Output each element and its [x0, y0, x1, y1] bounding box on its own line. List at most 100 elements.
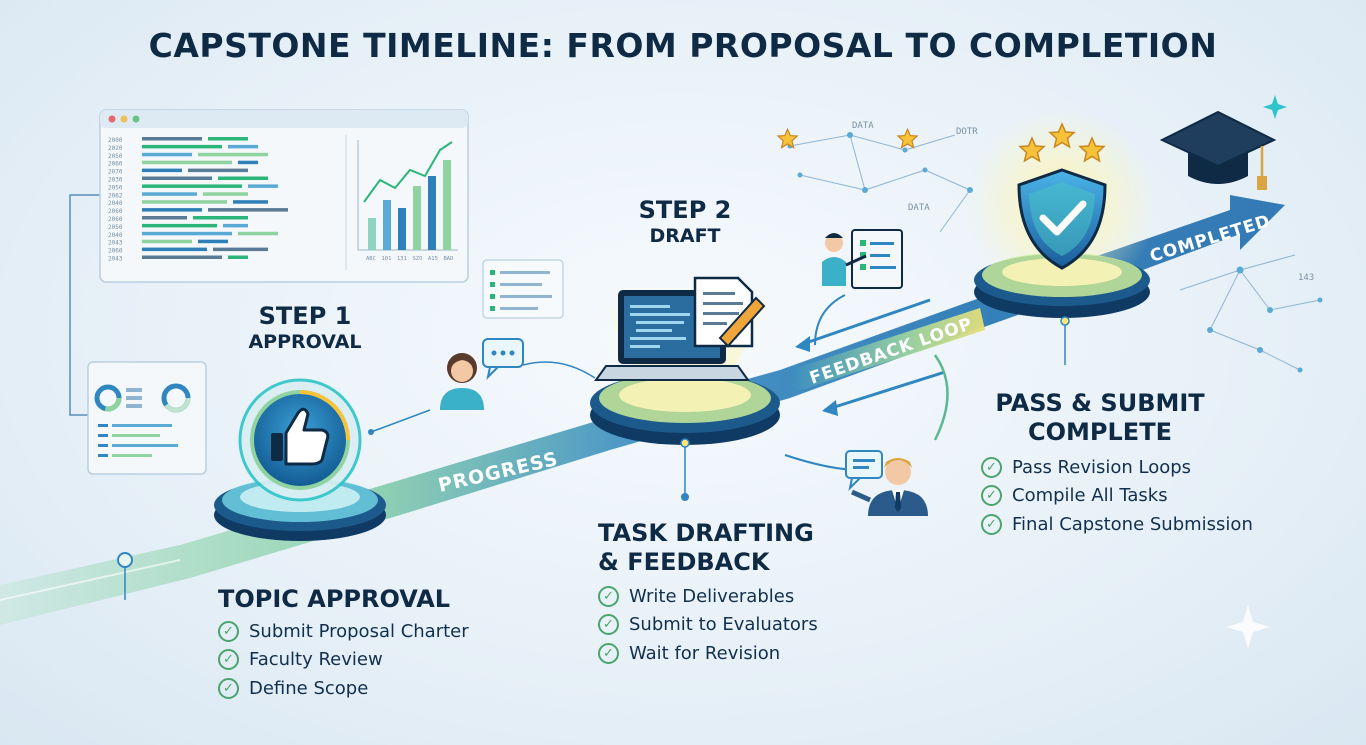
shield-check-icon [1017, 168, 1107, 270]
step1-label: STEP 1 APPROVAL [220, 302, 390, 354]
step2-title: STEP 2 [638, 196, 732, 224]
code-bar [142, 239, 192, 244]
check-circle-icon: ✓ [981, 513, 1002, 535]
topic-approval-list: ✓Submit Proposal Charter ✓Faculty Review… [218, 617, 469, 703]
document-pen-icon [693, 276, 766, 348]
code-line-number: 2060 [108, 208, 123, 215]
woman-avatar [440, 353, 484, 410]
code-bar [218, 176, 268, 180]
code-bar [198, 239, 228, 244]
list-item: ✓Final Capstone Submission [981, 510, 1253, 539]
code-bar [188, 168, 248, 173]
check-circle-icon: ✓ [598, 585, 619, 607]
network-label-dotr: DOTR [956, 127, 978, 137]
chart-tick-label: A15 [428, 256, 438, 262]
task-drafting-title-1: TASK DRAFTING [598, 519, 814, 547]
code-line-number: 2020 [108, 145, 123, 152]
feedback-arrow-back [799, 298, 931, 347]
code-line-number: 2050 [108, 184, 123, 191]
step2-subtitle: DRAFT [649, 225, 721, 247]
step1-subtitle: APPROVAL [248, 331, 362, 353]
pass-submit-title-block: PASS & SUBMIT COMPLETE [980, 389, 1220, 447]
check-circle-icon: ✓ [218, 649, 239, 671]
sparkle-icon [1226, 605, 1270, 649]
graduation-cap-icon [1159, 110, 1277, 190]
list-item: ✓Wait for Revision [598, 639, 818, 668]
step1-title: STEP 1 [258, 302, 352, 330]
code-bar [238, 231, 278, 236]
list-item: ✓Faculty Review [218, 646, 469, 675]
network-label-143: 143 [1298, 273, 1314, 283]
list-item: ✓Define Scope [218, 674, 469, 703]
code-bar [142, 144, 222, 149]
code-bar [142, 208, 202, 212]
page-title: CAPSTONE TIMELINE: FROM PROPOSAL TO COMP… [148, 26, 1218, 65]
code-bar [142, 247, 207, 252]
code-bar [142, 223, 217, 228]
code-line-number: 2030 [108, 177, 123, 184]
task-drafting-title-2: & FEEDBACK [598, 548, 770, 576]
code-line-number: 2043 [108, 240, 123, 247]
network-graph [787, 132, 1323, 373]
code-bar [248, 184, 278, 188]
code-bar [228, 255, 248, 259]
code-bar [142, 160, 232, 165]
list-item: ✓Submit to Evaluators [598, 611, 818, 640]
pass-submit-title-1: PASS & SUBMIT [995, 389, 1205, 417]
man-avatar [850, 458, 928, 516]
code-line-number: 2060 [108, 161, 123, 168]
sparkle-icon [1263, 95, 1287, 119]
code-bar [213, 247, 268, 252]
thumbs-up-icon [271, 407, 330, 466]
chart-tick-label: 131 [397, 256, 407, 262]
code-line-number: 2060 [108, 248, 123, 255]
code-bar [198, 152, 268, 157]
chart-tick-label: 101 [382, 256, 392, 262]
task-drafting-list: ✓Write Deliverables ✓Submit to Evaluator… [598, 582, 818, 668]
code-line-number: 2043 [108, 256, 123, 263]
checklist-card [482, 259, 564, 319]
network-label-data-2: DATA [908, 203, 930, 213]
code-bar [142, 152, 192, 157]
code-line-number: 2000 [108, 137, 123, 144]
check-circle-icon: ✓ [981, 485, 1002, 507]
code-bar [228, 144, 258, 149]
code-bar [142, 255, 222, 259]
code-bar [142, 137, 202, 141]
code-panel: 2000202020502060207020302050206220402060… [99, 109, 469, 283]
check-circle-icon: ✓ [598, 642, 619, 664]
chart-tick-label: SZO [413, 256, 423, 262]
code-line-number: 2040 [108, 200, 123, 207]
code-line-number: 2060 [108, 216, 123, 223]
code-bar [142, 192, 197, 196]
check-circle-icon: ✓ [981, 456, 1002, 478]
step2-label: STEP 2 DRAFT [600, 196, 770, 248]
dashboard-panel [87, 361, 207, 475]
code-line-number: 2070 [108, 169, 123, 176]
check-circle-icon: ✓ [218, 620, 239, 642]
chart-tick-label: ABC [366, 256, 376, 262]
network-label-data: DATA [852, 121, 874, 131]
list-item: ✓Pass Revision Loops [981, 453, 1253, 482]
code-bar [142, 184, 242, 188]
task-drafting-section: TASK DRAFTING & FEEDBACK ✓Write Delivera… [598, 519, 818, 668]
code-bar [142, 231, 232, 236]
code-bar [142, 168, 182, 173]
check-circle-icon: ✓ [598, 614, 619, 636]
code-bar [223, 223, 248, 228]
code-bar [208, 137, 248, 141]
stars-icon [777, 122, 1105, 162]
pass-submit-title-2: COMPLETE [1028, 418, 1172, 446]
code-line-number: 2050 [108, 153, 123, 160]
code-line-number: 2040 [108, 232, 123, 239]
pass-submit-list: ✓Pass Revision Loops ✓Compile All Tasks … [981, 453, 1253, 539]
code-bar [238, 160, 258, 165]
list-item: ✓Write Deliverables [598, 582, 818, 611]
code-line-number: 2050 [108, 224, 123, 231]
code-line-number: 2062 [108, 192, 123, 199]
code-bar [203, 192, 248, 196]
topic-approval-section: TOPIC APPROVAL ✓Submit Proposal Charter … [218, 585, 469, 703]
list-item: ✓Submit Proposal Charter [218, 617, 469, 646]
teacher-board-icon [822, 229, 903, 289]
